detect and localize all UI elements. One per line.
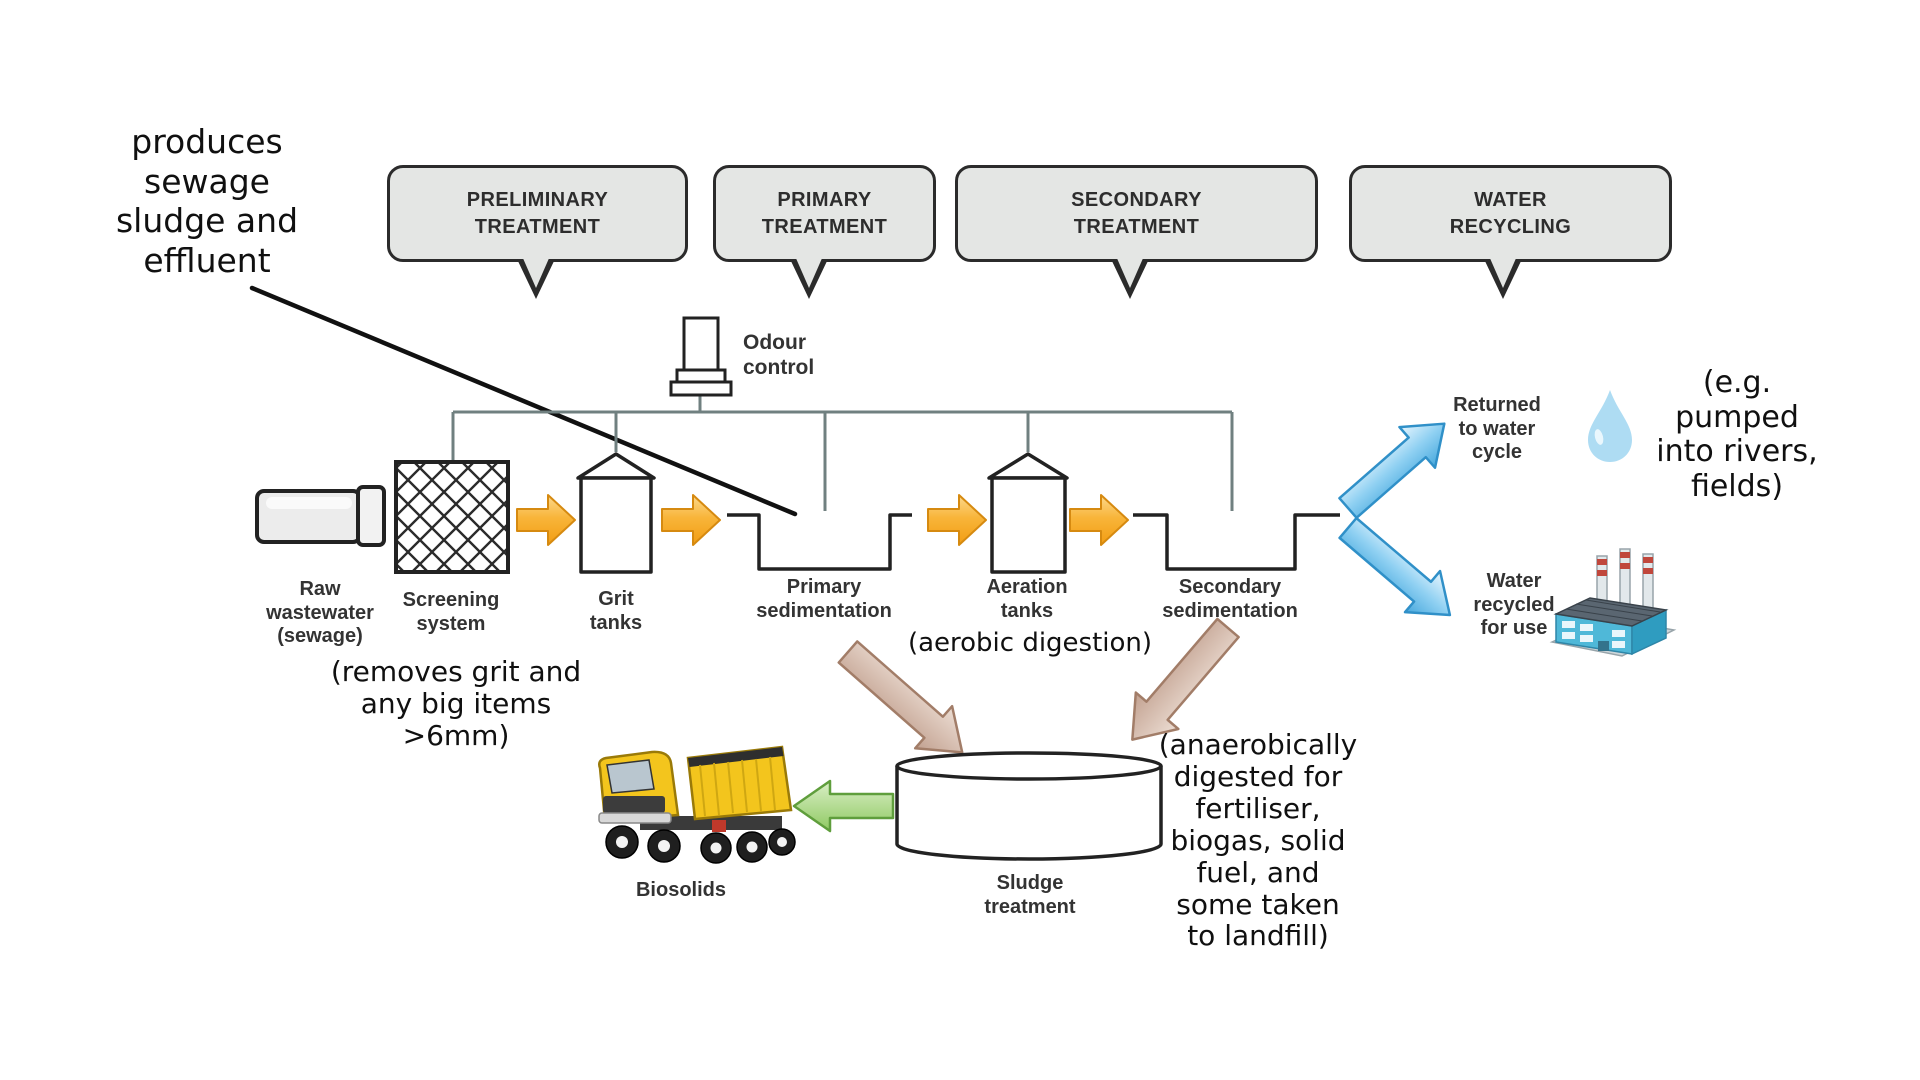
sludge-note: (anaerobically digested for fertiliser, … — [1158, 728, 1358, 953]
raw-wastewater-pipe-icon — [255, 485, 386, 547]
tan-sludge-arrows — [837, 617, 1240, 754]
flow-arrow-1 — [516, 494, 576, 546]
produces-note: produces sewage sludge and effluent — [115, 122, 299, 280]
secondary-sedimentation-basin-icon — [1133, 513, 1340, 571]
aeration-note: (aerobic digestion) — [907, 628, 1153, 658]
stage-label-primary: PRIMARY TREATMENT — [761, 188, 888, 238]
odour-control-label: Odour control — [743, 331, 815, 379]
screening-note: (removes grit and any big items >6mm) — [330, 655, 582, 752]
biosolids-label: Biosolids — [635, 879, 727, 901]
sludge-treatment-label: Sludge treatment — [984, 872, 1076, 918]
stage-bubble-secondary: SECONDARY TREATMENT — [955, 165, 1318, 299]
primary-sedimentation-label: Primary sedimentation — [756, 576, 892, 622]
stage-bubble-preliminary: PRELIMINARY TREATMENT — [387, 165, 688, 299]
blue-water-arrows — [1338, 422, 1452, 617]
primary-sedimentation-basin-icon — [727, 513, 912, 571]
stage-bubble-primary: PRIMARY TREATMENT — [713, 165, 936, 299]
sludge-arrow-primary — [837, 640, 964, 754]
grit-tanks-label: Grit tanks — [589, 588, 643, 634]
secondary-sedimentation-label: Secondary sedimentation — [1162, 576, 1298, 622]
flow-arrow-3 — [927, 494, 987, 546]
produces-note-pointer-line — [249, 285, 798, 517]
screening-system-label: Screening system — [402, 589, 500, 635]
water-cycle-note: (e.g. pumped into rivers, fields) — [1656, 365, 1818, 504]
factory-icon — [1549, 548, 1677, 657]
stage-label-water-recycling: WATER RECYCLING — [1449, 188, 1572, 238]
odour-control-stack-icon — [669, 316, 733, 397]
aeration-tanks-label: Aeration tanks — [986, 576, 1068, 622]
water-recycled-label: Water recycled for use — [1473, 570, 1555, 640]
water-arrow-up — [1338, 422, 1446, 520]
returned-to-water-cycle-label: Returned to water cycle — [1453, 394, 1541, 464]
stage-label-preliminary: PRELIMINARY TREATMENT — [466, 188, 609, 238]
aeration-tank-silo-icon — [987, 452, 1069, 574]
raw-wastewater-label: Raw wastewater (sewage) — [266, 578, 374, 648]
orange-flow-arrows — [516, 494, 1129, 546]
sludge-treatment-tank-icon — [895, 751, 1163, 861]
green-biosolids-arrow — [792, 779, 895, 833]
stage-label-secondary: SECONDARY TREATMENT — [1071, 188, 1202, 238]
flow-arrow-2 — [661, 494, 721, 546]
flow-arrow-4 — [1069, 494, 1129, 546]
sludge-arrow-secondary — [1131, 617, 1240, 741]
stage-bubble-water-recycling: WATER RECYCLING — [1349, 165, 1672, 299]
water-arrow-down — [1338, 516, 1452, 617]
odour-pipe-network — [451, 393, 1234, 511]
grit-tank-silo-icon — [576, 452, 656, 574]
biosolids-dump-truck-icon — [598, 745, 796, 864]
screening-crosshatch-grid-icon — [394, 460, 510, 574]
water-drop-icon — [1588, 390, 1632, 462]
